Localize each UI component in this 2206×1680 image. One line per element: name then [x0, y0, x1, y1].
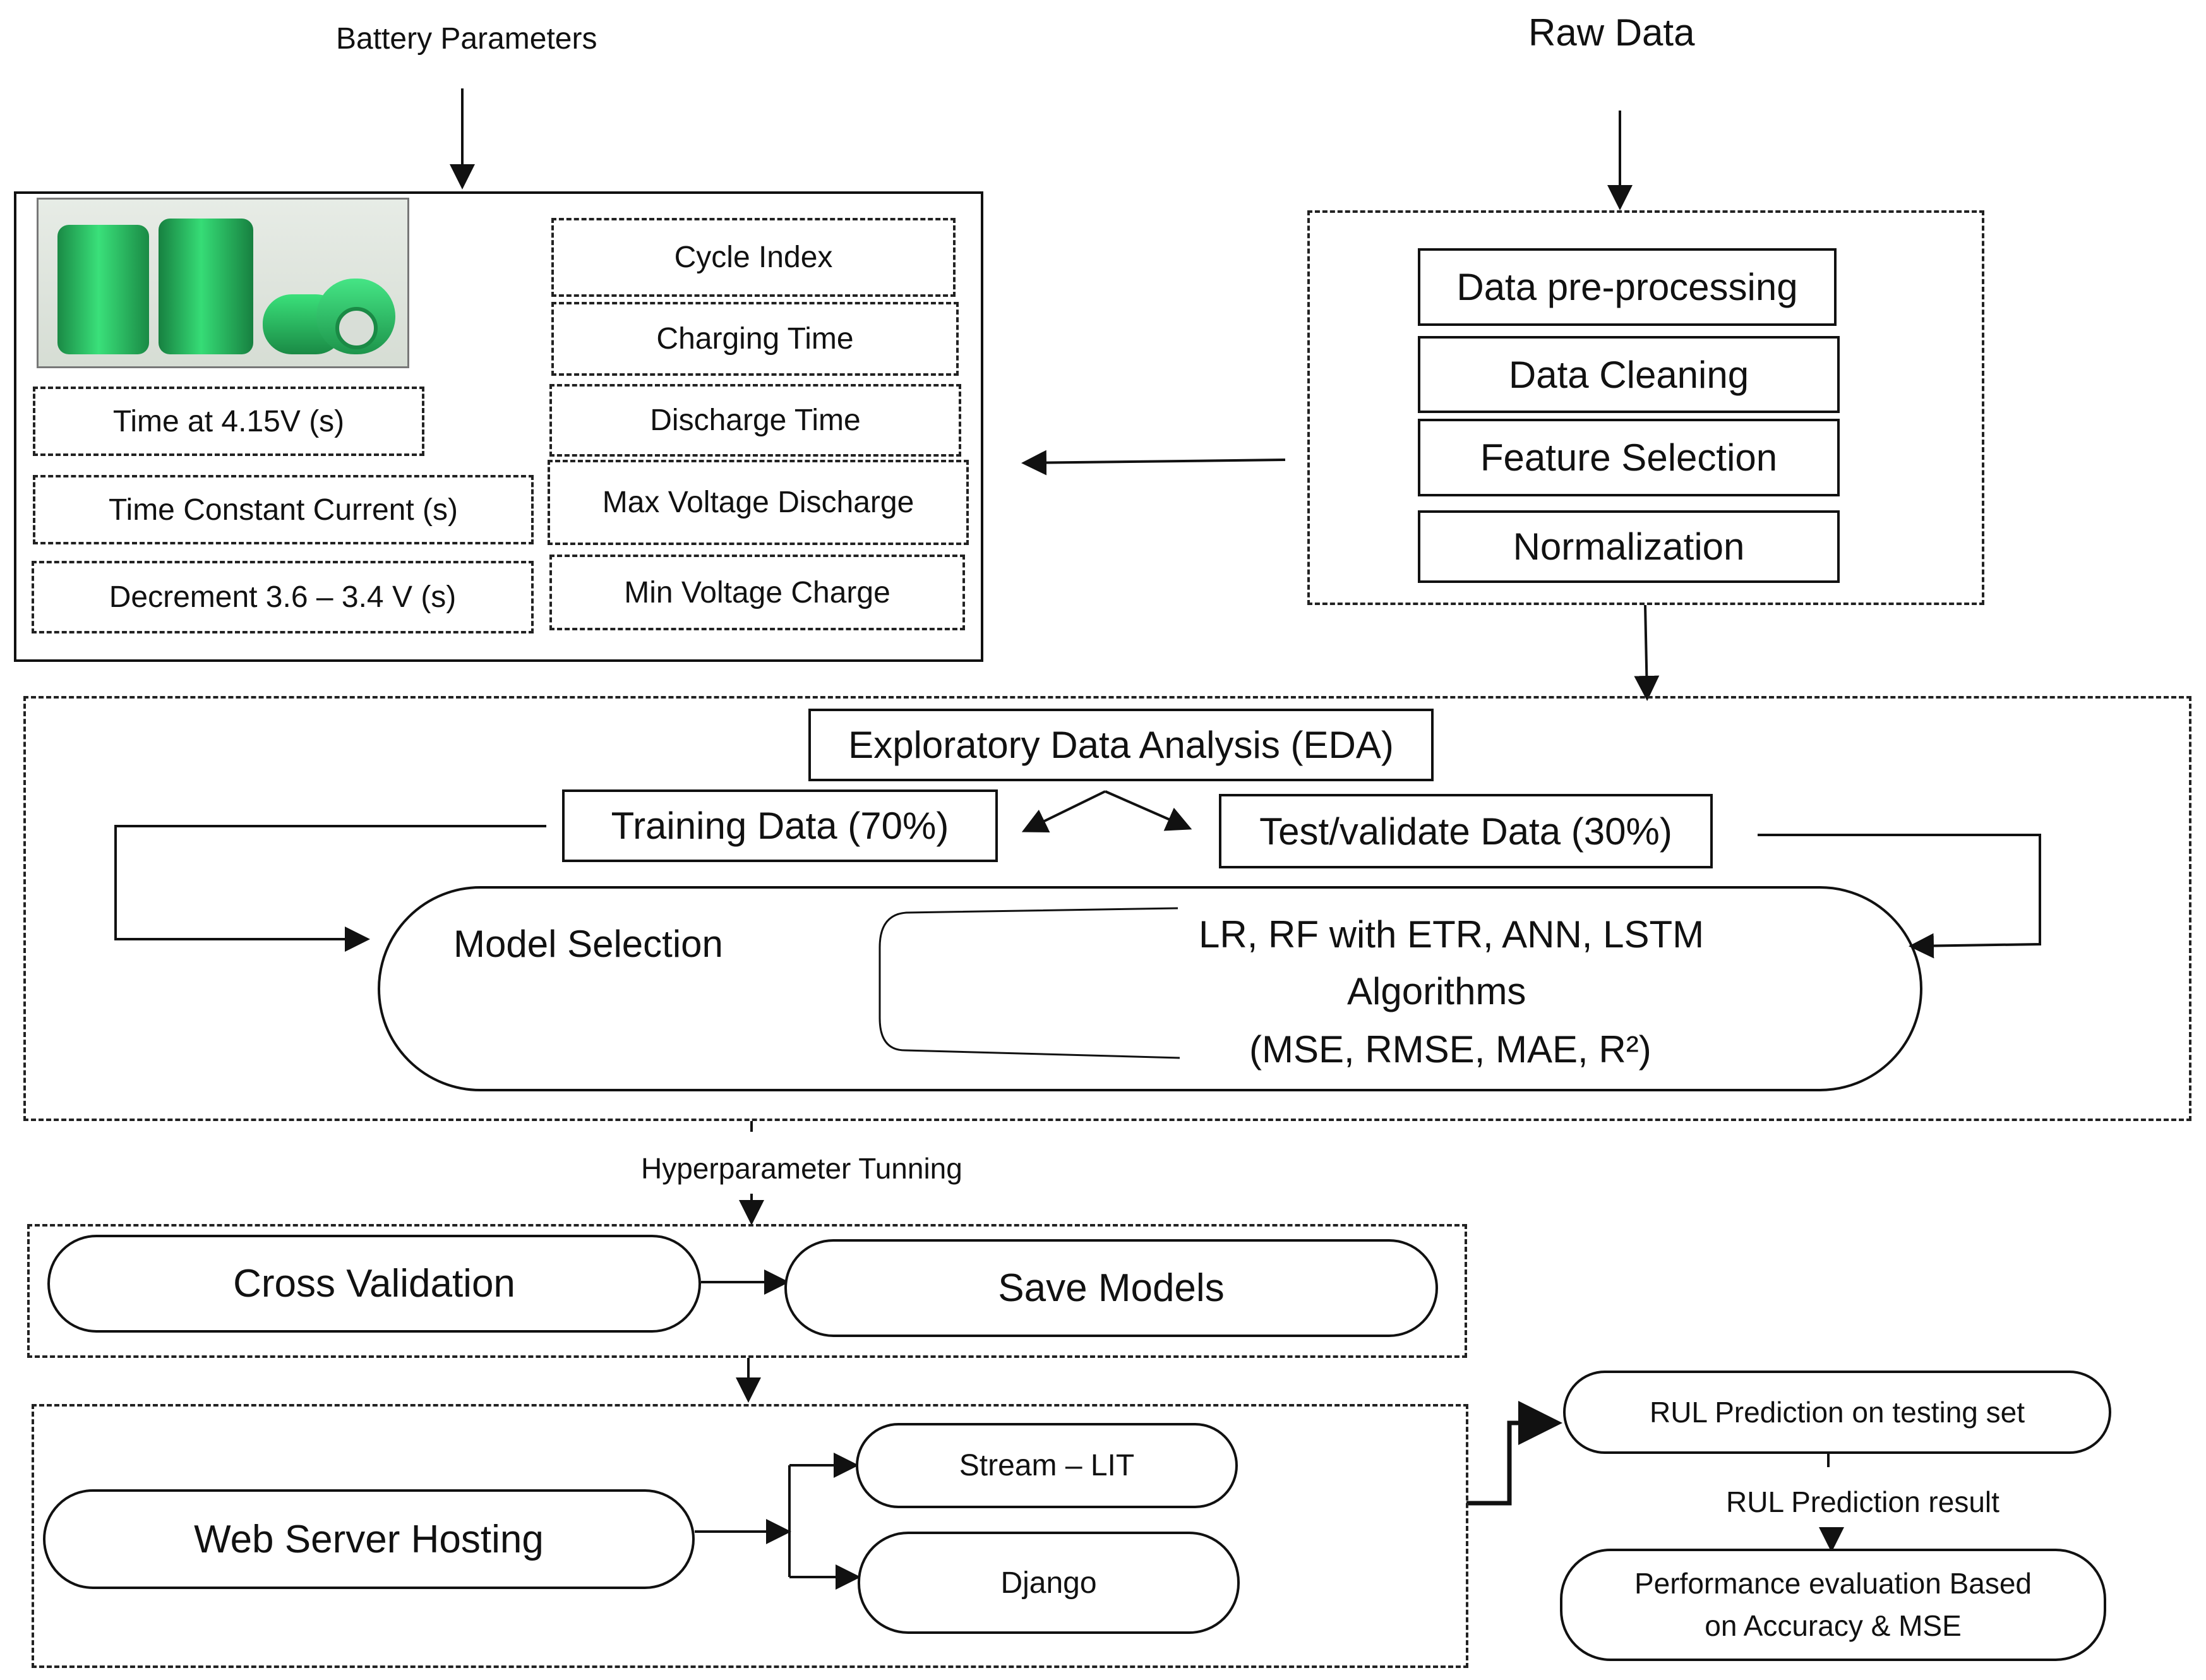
- web-server-hosting-box: Web Server Hosting: [43, 1489, 695, 1589]
- param-max-voltage-discharge: Max Voltage Discharge: [548, 460, 969, 545]
- step-normalization: Normalization: [1418, 510, 1840, 583]
- battery-terminal-icon: [335, 307, 378, 349]
- performance-evaluation-box: Performance evaluation Based on Accuracy…: [1560, 1549, 2106, 1661]
- save-models-box: Save Models: [784, 1239, 1438, 1337]
- hyperparameter-tuning-label: Hyperparameter Tunning: [641, 1152, 962, 1185]
- arrow-deploy-to-rul: [1466, 1401, 1562, 1506]
- param-cycle-index: Cycle Index: [551, 218, 956, 297]
- performance-line-1: Performance evaluation Based: [1634, 1567, 2032, 1600]
- algorithms-line-1: LR, RF with ETR, ANN, LSTM: [1199, 913, 1705, 956]
- streamlit-box: Stream – LIT: [856, 1423, 1238, 1508]
- arrow-preprocessing-to-modeling: [1634, 604, 1660, 701]
- cross-validation-box: Cross Validation: [47, 1235, 701, 1333]
- rul-prediction-result-label: RUL Prediction result: [1726, 1485, 1999, 1518]
- battery-parameters-label: Battery Parameters: [336, 22, 597, 56]
- algorithms-bracket: [878, 907, 1180, 1059]
- algorithms-line-2: Algorithms: [1347, 970, 1526, 1012]
- test-data-box: Test/validate Data (30%): [1219, 794, 1713, 868]
- battery-cell-icon: [57, 225, 149, 354]
- param-min-voltage-charge: Min Voltage Charge: [549, 555, 965, 630]
- algorithms-line-3: (MSE, RMSE, MAE, R²): [1249, 1028, 1652, 1071]
- arrow-eda-to-test: [1105, 790, 1192, 831]
- tuning-panel: [27, 1224, 1467, 1358]
- battery-parameter-panel: [14, 191, 983, 662]
- step-feature-selection: Feature Selection: [1418, 419, 1840, 496]
- step-data-preprocessing: Data pre-processing: [1418, 248, 1837, 326]
- step-data-cleaning: Data Cleaning: [1418, 336, 1840, 413]
- arrow-test-to-model: [1758, 834, 2041, 959]
- param-discharge-time: Discharge Time: [549, 384, 961, 457]
- arrow-preprocessing-to-panel: [1021, 450, 1286, 476]
- battery-image: [37, 198, 409, 368]
- model-selection-label: Model Selection: [453, 923, 723, 965]
- model-selection-box: [378, 886, 1922, 1091]
- param-charging-time: Charging Time: [551, 302, 959, 376]
- django-box: Django: [858, 1532, 1240, 1634]
- param-decrement-voltage: Decrement 3.6 – 3.4 V (s): [32, 561, 534, 633]
- param-time-constant-current: Time Constant Current (s): [33, 475, 534, 544]
- performance-line-2: on Accuracy & MSE: [1705, 1609, 1962, 1642]
- preprocessing-panel: [1307, 210, 1984, 605]
- arrow-training-to-model: [114, 825, 546, 952]
- param-time-at-4-15v: Time at 4.15V (s): [33, 387, 424, 456]
- raw-data-label: Raw Data: [1528, 11, 1695, 54]
- modeling-panel: [23, 696, 2191, 1121]
- arrow-eda-to-training: [1021, 790, 1106, 832]
- training-data-box: Training Data (70%): [562, 789, 998, 862]
- rul-testing-box: RUL Prediction on testing set: [1563, 1371, 2111, 1454]
- eda-box: Exploratory Data Analysis (EDA): [808, 709, 1434, 781]
- battery-cell-icon: [159, 219, 253, 354]
- deployment-panel: [32, 1404, 1468, 1668]
